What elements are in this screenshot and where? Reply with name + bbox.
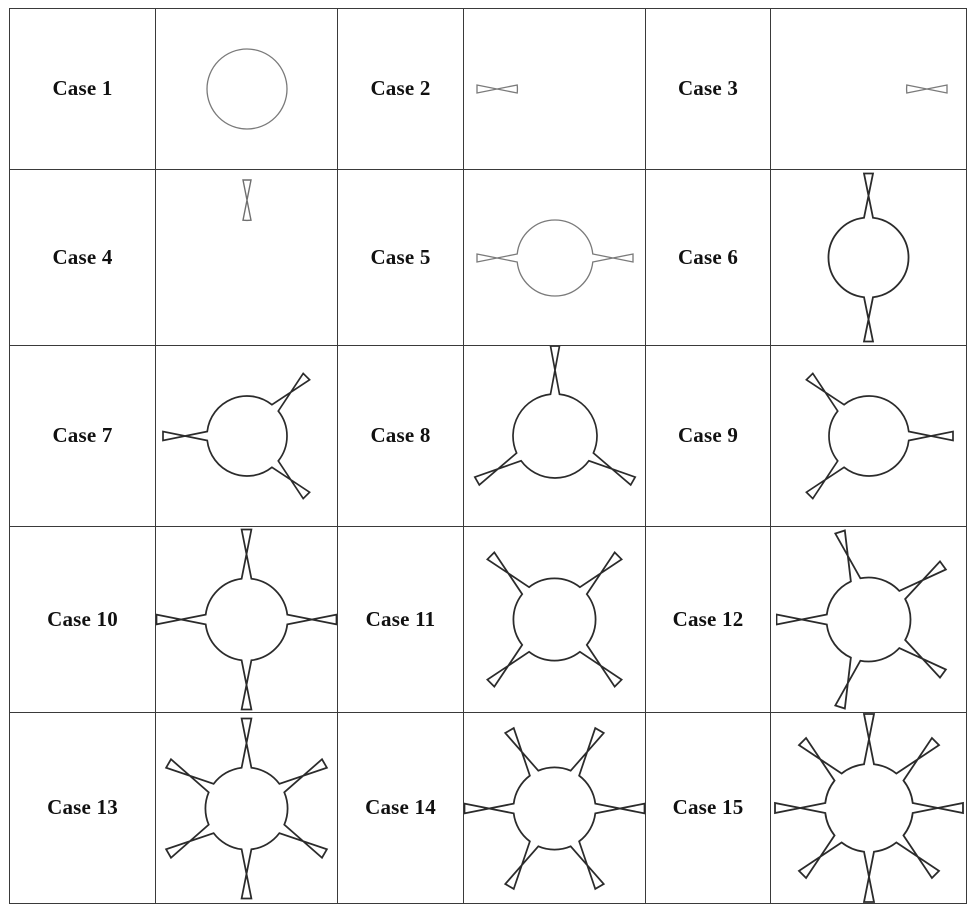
case-figure-cell-4 xyxy=(155,169,338,346)
shape-outline xyxy=(776,529,948,710)
shape-outline xyxy=(905,84,948,94)
case-label-text: Case 9 xyxy=(677,423,739,448)
case-figure-7 xyxy=(156,346,337,526)
case-figure-cell-13 xyxy=(155,712,338,904)
case-figure-cell-11 xyxy=(463,526,646,713)
case-shape-svg xyxy=(905,84,948,94)
case-figure-12 xyxy=(771,527,966,712)
case-figure-8 xyxy=(464,346,645,526)
case-shape-svg xyxy=(205,48,288,130)
case-label-text: Case 5 xyxy=(370,244,431,269)
shape-outline xyxy=(161,372,311,500)
case-label-cell-13: Case 13 xyxy=(9,712,156,904)
case-label-cell-3: Case 3 xyxy=(645,8,771,170)
case-figure-cell-6 xyxy=(770,169,967,346)
case-figure-cell-7 xyxy=(155,345,338,527)
case-shape-svg xyxy=(773,713,964,903)
case-figure-cell-2 xyxy=(463,8,646,170)
case-label-text: Case 7 xyxy=(52,423,113,448)
case-figure-4 xyxy=(156,170,337,345)
shape-outline xyxy=(473,346,636,487)
shape-outline xyxy=(773,713,964,903)
case-figure-6 xyxy=(771,170,966,345)
case-label-text: Case 6 xyxy=(677,244,739,269)
case-figure-cell-3 xyxy=(770,8,967,170)
shape-outline xyxy=(475,84,518,94)
case-figure-10 xyxy=(156,527,337,712)
case-figure-cell-15 xyxy=(770,712,967,904)
table-row: Case 10 Case 11 Case 12 xyxy=(9,526,967,713)
case-label-text: Case 14 xyxy=(365,795,436,820)
shape-outline xyxy=(164,717,329,899)
case-label-cell-6: Case 6 xyxy=(645,169,771,346)
shape-circle xyxy=(205,48,288,130)
case-figure-5 xyxy=(464,170,645,345)
case-label-cell-8: Case 8 xyxy=(337,345,464,527)
case-figure-9 xyxy=(771,346,966,526)
case-label-cell-4: Case 4 xyxy=(9,169,156,346)
shape-outline xyxy=(241,178,252,221)
case-label-cell-5: Case 5 xyxy=(337,169,464,346)
figure-sheet: Case 1 Case 2 Case 3 Case 4 Case 5 Case … xyxy=(9,8,967,904)
case-shape-svg xyxy=(475,218,634,297)
case-shape-svg xyxy=(486,551,623,688)
shape-outline xyxy=(464,726,645,890)
case-label-text: Case 15 xyxy=(672,795,744,820)
case-label-cell-15: Case 15 xyxy=(645,712,771,904)
case-figure-13 xyxy=(156,713,337,903)
case-shape-svg xyxy=(464,726,645,890)
case-figure-11 xyxy=(464,527,645,712)
case-figure-cell-5 xyxy=(463,169,646,346)
case-figure-3 xyxy=(771,9,966,169)
case-figure-cell-8 xyxy=(463,345,646,527)
case-label-text: Case 4 xyxy=(52,244,113,269)
case-figure-cell-1 xyxy=(155,8,338,170)
case-label-cell-10: Case 10 xyxy=(9,526,156,713)
case-shape-svg xyxy=(827,172,910,343)
case-shape-svg xyxy=(776,529,948,710)
case-label-text: Case 1 xyxy=(52,76,113,101)
case-shape-svg xyxy=(161,372,311,500)
case-figure-14 xyxy=(464,713,645,903)
case-figure-15 xyxy=(771,713,966,903)
case-grid-body: Case 1 Case 2 Case 3 Case 4 Case 5 Case … xyxy=(9,8,967,904)
table-row: Case 13 Case 14 Case 15 xyxy=(9,712,967,904)
shape-outline xyxy=(486,551,623,688)
case-label-cell-2: Case 2 xyxy=(337,8,464,170)
shape-outline xyxy=(804,372,954,500)
case-shape-svg xyxy=(473,346,636,487)
case-figure-cell-12 xyxy=(770,526,967,713)
case-label-cell-12: Case 12 xyxy=(645,526,771,713)
case-label-text: Case 12 xyxy=(672,606,744,631)
shape-outline xyxy=(827,172,910,343)
case-shape-svg xyxy=(164,717,329,899)
case-figure-cell-10 xyxy=(155,526,338,713)
table-row: Case 1 Case 2 Case 3 xyxy=(9,8,967,170)
case-label-text: Case 2 xyxy=(370,76,431,101)
case-shape-svg xyxy=(241,178,252,221)
table-row: Case 7 Case 8 Case 9 xyxy=(9,345,967,527)
case-label-text: Case 8 xyxy=(370,423,431,448)
case-figure-2 xyxy=(464,9,645,169)
case-label-text: Case 10 xyxy=(47,606,118,631)
case-shape-svg xyxy=(156,528,337,711)
case-figure-1 xyxy=(156,9,337,169)
table-row: Case 4 Case 5 Case 6 xyxy=(9,169,967,346)
case-label-text: Case 3 xyxy=(677,76,739,101)
case-shape-svg xyxy=(475,84,518,94)
case-label-text: Case 11 xyxy=(365,606,436,631)
case-label-cell-1: Case 1 xyxy=(9,8,156,170)
case-label-text: Case 13 xyxy=(47,795,118,820)
shape-outline xyxy=(475,218,634,297)
case-figure-cell-9 xyxy=(770,345,967,527)
case-label-cell-11: Case 11 xyxy=(337,526,464,713)
case-shape-svg xyxy=(804,372,954,500)
case-label-cell-14: Case 14 xyxy=(337,712,464,904)
case-label-cell-9: Case 9 xyxy=(645,345,771,527)
case-label-cell-7: Case 7 xyxy=(9,345,156,527)
shape-outline xyxy=(156,528,337,711)
case-figure-cell-14 xyxy=(463,712,646,904)
